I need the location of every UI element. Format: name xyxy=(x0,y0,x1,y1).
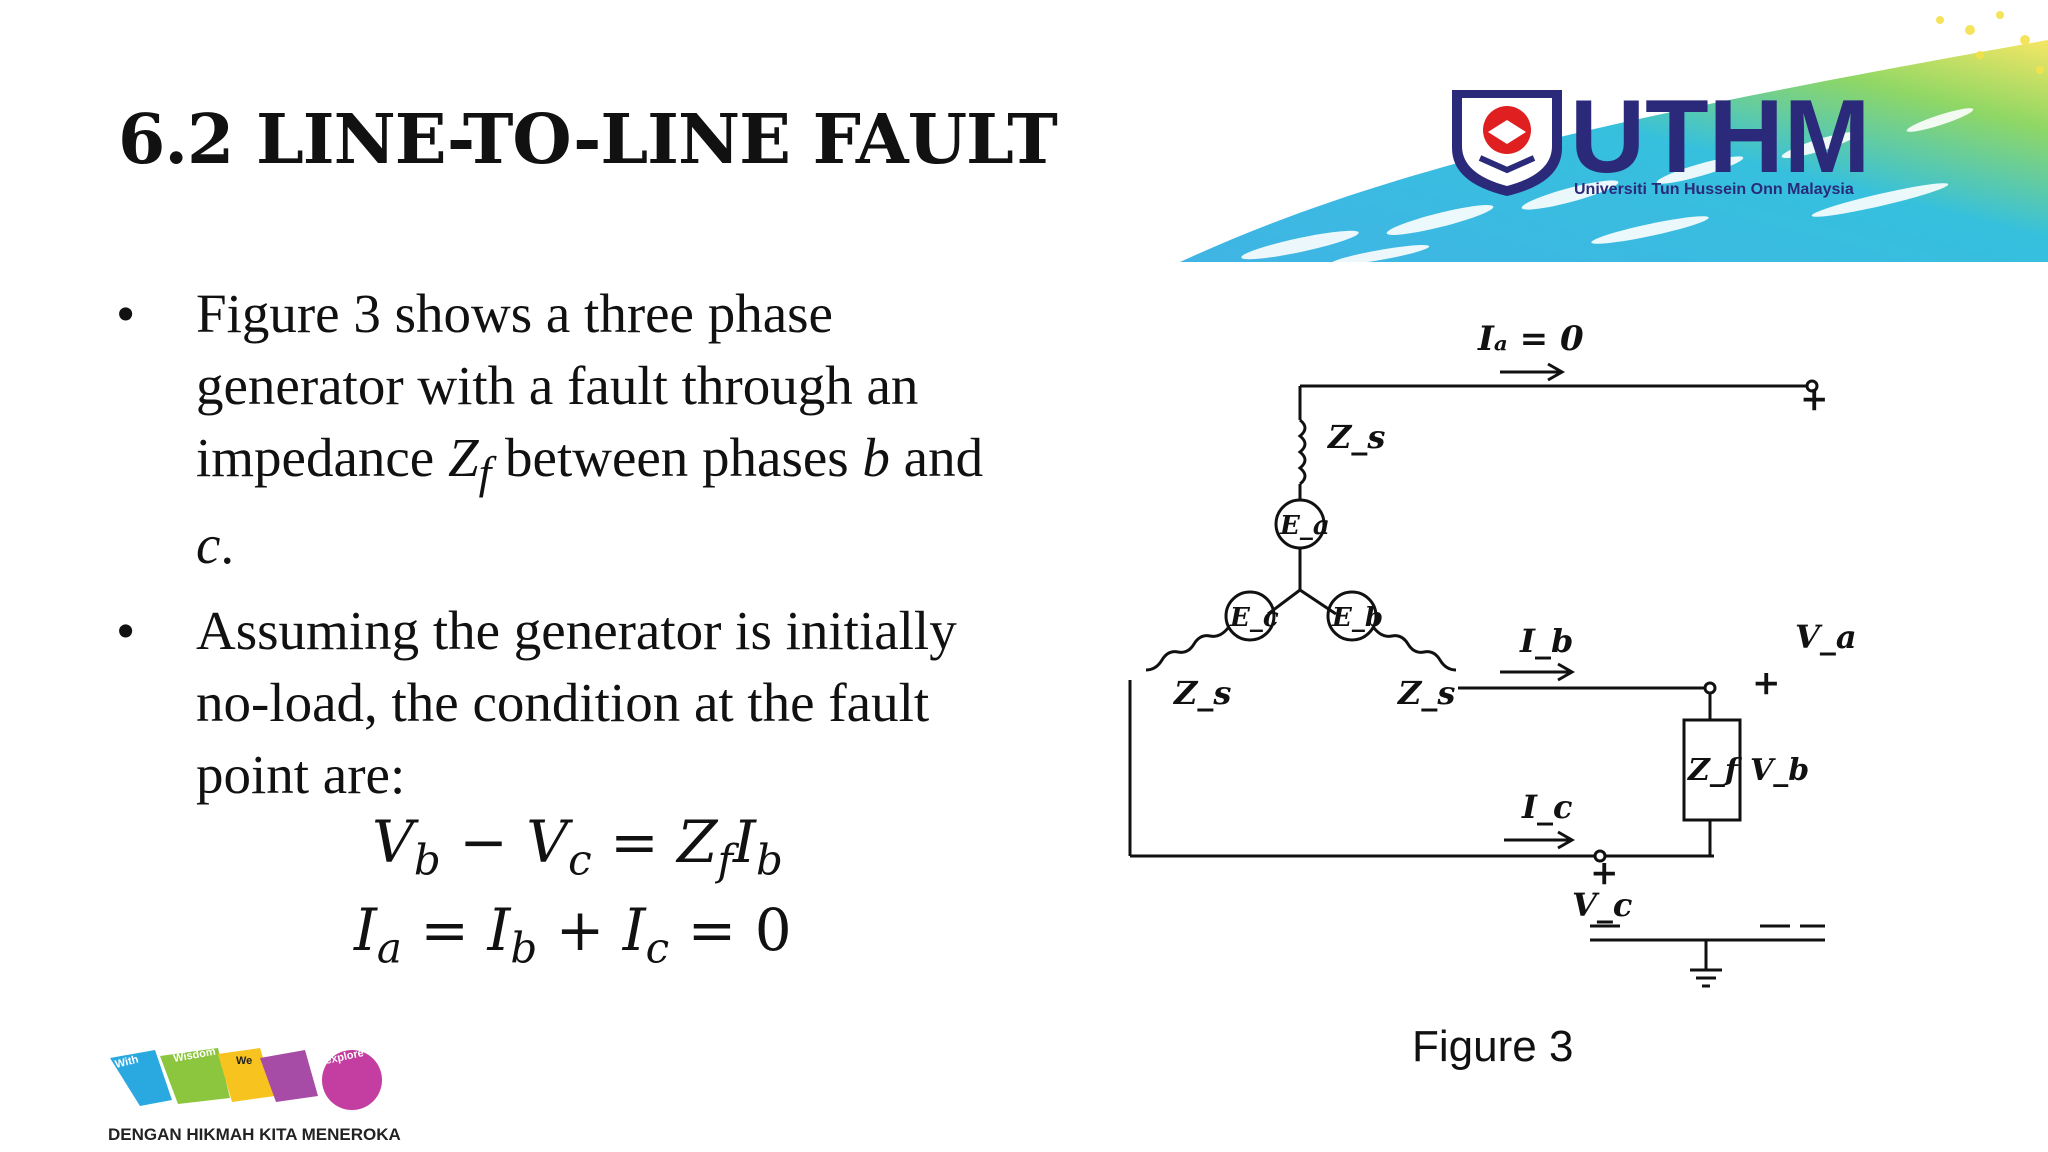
zs-right-label: Z_s xyxy=(1396,674,1455,712)
footer-logo: With Wisdom We explore DENGAN HIKMAH KIT… xyxy=(108,1046,401,1144)
zs-left-label: Z_s xyxy=(1172,674,1231,712)
uthm-logo: UTHM Universiti Tun Hussein Onn Malaysia xyxy=(1452,88,1870,198)
header-banner-graphic xyxy=(1180,11,2048,262)
vb-label: V_b xyxy=(1750,753,1809,788)
slide-title: 6.2 LINE-TO-LINE FAULT xyxy=(118,100,1058,180)
bullet-list: • Figure 3 shows a three phase generator… xyxy=(110,278,990,825)
logo-subtitle: Universiti Tun Hussein Onn Malaysia xyxy=(1574,181,1854,198)
va-label: V_a xyxy=(1795,618,1857,656)
ea-label: E_a xyxy=(1279,511,1330,541)
equation-current: Ia = Ib + Ic = 0 xyxy=(354,896,792,973)
bullet-text: Figure 3 shows a three phase generator w… xyxy=(196,283,984,575)
ic-label: I_c xyxy=(1521,788,1572,826)
vc-label: V_c xyxy=(1572,886,1632,924)
plus-b: + xyxy=(1752,663,1781,703)
equation-voltage: Vb − Vc = ZfIb xyxy=(372,808,783,885)
ib-label: I_b xyxy=(1519,622,1573,660)
footer-tagline: DENGAN HIKMAH KITA MENEROKA xyxy=(108,1125,401,1144)
plus-a: + xyxy=(1800,379,1829,419)
bullet-marker: • xyxy=(116,600,136,661)
plus-c: + xyxy=(1590,853,1619,893)
footer-word-we: We xyxy=(236,1055,252,1067)
zs-top-label: Z_s xyxy=(1326,418,1385,456)
ec-label: E_c xyxy=(1229,603,1279,633)
footer-word-with: With xyxy=(114,1053,140,1070)
bullet-item: • Figure 3 shows a three phase generator… xyxy=(110,278,990,581)
bullet-text: Assuming the generator is initially no-l… xyxy=(196,600,957,805)
bullet-marker: • xyxy=(116,283,136,344)
bullet-item: • Assuming the generator is initially no… xyxy=(110,595,990,811)
zf-label: Z_f xyxy=(1687,753,1743,788)
eb-label: E_b xyxy=(1331,603,1383,633)
ia-label: Iₐ = 0 xyxy=(1477,319,1584,359)
circuit-diagram: Iₐ = 0 Z_s E_a E_c E_b Z_s Z_s I_b I_c Z… xyxy=(1128,319,1857,988)
logo-wordmark: UTHM xyxy=(1570,88,1870,195)
figure-caption: Figure 3 xyxy=(1412,1022,1574,1071)
